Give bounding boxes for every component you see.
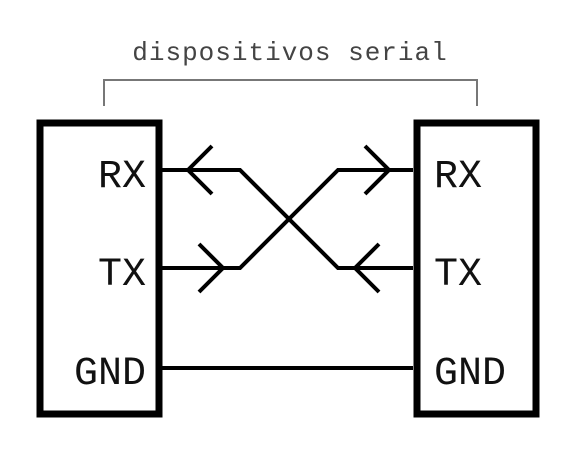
arrow-into-right-rx-icon — [363, 144, 392, 196]
right-pin-tx-label: TX — [434, 253, 482, 298]
right-device-box — [413, 119, 540, 418]
right-pin-rx-label: RX — [434, 155, 482, 200]
arrow-out-of-right-tx-icon — [352, 242, 381, 294]
right-pin-gnd-label: GND — [434, 352, 506, 397]
devices-bracket — [103, 79, 478, 106]
wire-right-tx-to-left-rx — [161, 168, 413, 270]
diagram-title: dispositivos serial — [132, 38, 447, 68]
left-pin-rx-label: RX — [98, 155, 146, 200]
arrow-into-left-rx-icon — [185, 144, 214, 196]
left-device-box — [36, 119, 163, 418]
left-pin-gnd-label: GND — [74, 352, 146, 397]
left-pin-tx-label: TX — [98, 253, 146, 298]
arrow-out-of-left-tx-icon — [197, 242, 226, 294]
